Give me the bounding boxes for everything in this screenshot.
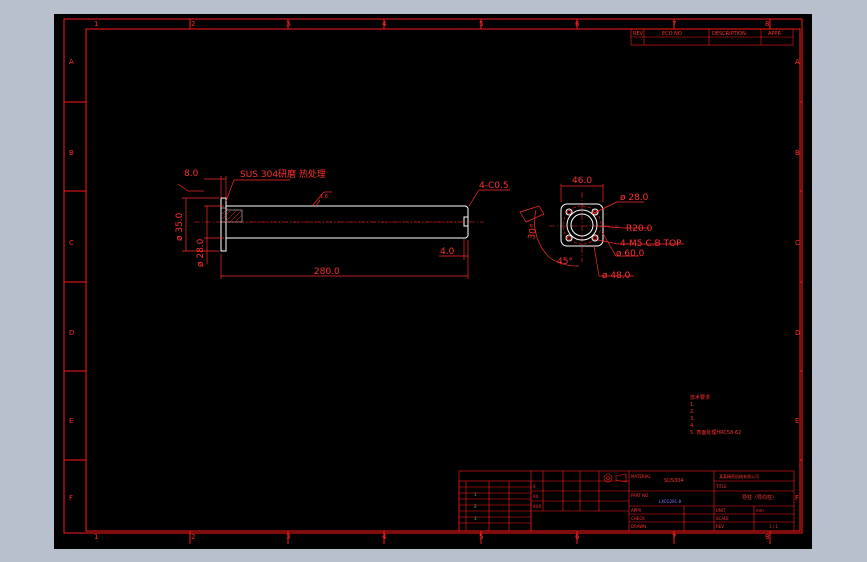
- flange-outline: [220, 197, 227, 252]
- dim-radius: R20.0: [626, 224, 653, 234]
- revision-block: REV ECO NO DESCRIPTION APPR: [630, 28, 794, 46]
- end-view-square-flange: [560, 203, 604, 247]
- zone-col-top-2: 2: [191, 20, 195, 28]
- dim-chamfer: 4-C0.5: [479, 181, 509, 191]
- zone-row-left-a: A: [69, 58, 74, 66]
- material-label: MATERIAL: [631, 474, 652, 479]
- section-hatching: [220, 207, 243, 223]
- technical-notes: 技术要求 1. 2. 3. 4. 5. 表面处理HRC58-62: [690, 394, 741, 436]
- zone-col-bottom-4: 4: [382, 533, 387, 541]
- dim-holes: 4-M5 C.B TOP: [620, 239, 682, 249]
- zone-row-right-b: B: [795, 149, 800, 157]
- shaft-end-groove: [463, 216, 469, 227]
- zone-row-right-a: A: [795, 58, 800, 66]
- zone-col-top-5: 5: [479, 20, 483, 28]
- zone-col-bottom-1: 1: [94, 533, 98, 541]
- svg-text:XX: XX: [533, 494, 539, 499]
- svg-text:XXX: XXX: [533, 504, 541, 509]
- mount-hole-br: [591, 234, 599, 242]
- zone-ticks: [64, 19, 802, 544]
- zone-row-left-d: D: [69, 329, 74, 337]
- zone-row-left-e: E: [69, 417, 73, 425]
- dim-bore: ø 28.0: [620, 193, 649, 203]
- zone-row-left-f: F: [69, 494, 73, 502]
- zone-row-left-b: B: [69, 149, 74, 157]
- dim-outer: ø 48.0: [602, 271, 631, 281]
- revision-header-eco: ECO NO: [662, 31, 682, 37]
- side-view: 8.0 SUS 304研磨 热处理 ø 35.0 ø 28.0 280.0 4.…: [175, 168, 510, 279]
- check-label: CHECK: [631, 516, 645, 521]
- draw-label: DRAWN: [631, 524, 646, 529]
- svg-text:3: 3: [474, 516, 477, 521]
- drawing-viewport[interactable]: 1 2 3 4 5 6 7 8 1 2 3 4 5 6 7 8 A B C D …: [54, 14, 812, 549]
- cad-sheet: 1 2 3 4 5 6 7 8 1 2 3 4 5 6 7 8 A B C D …: [63, 18, 803, 544]
- zone-row-right-d: D: [795, 329, 800, 337]
- zone-col-top-8: 8: [765, 20, 769, 28]
- revision-header-appr: APPR: [768, 31, 781, 37]
- surface-finish: 1.6: [320, 194, 328, 200]
- dim-length: 280.0: [314, 267, 340, 277]
- note-line-0: 技术要求: [690, 394, 710, 401]
- angle-45: 45°: [557, 257, 573, 267]
- zone-row-right-e: E: [795, 417, 799, 425]
- unit-value: mm: [756, 508, 764, 513]
- zone-row-right-c: C: [795, 239, 800, 247]
- mount-hole-tl: [565, 208, 573, 216]
- revision-header-description: DESCRIPTION: [712, 31, 746, 37]
- part-no-label: PART NO: [631, 493, 648, 498]
- rev-label: REV: [716, 524, 724, 529]
- material-note: SUS 304研磨 热处理: [240, 168, 326, 180]
- appr-label: APPR: [631, 508, 642, 513]
- end-view-bore: [570, 213, 594, 237]
- dim-flange-diameter: ø 35.0: [175, 212, 185, 241]
- revision-header-rev: REV: [633, 31, 644, 37]
- part-no: LXCG281-8: [659, 499, 682, 504]
- dim-shaft-diameter: ø 28.0: [196, 238, 206, 267]
- svg-text:X: X: [533, 484, 536, 489]
- zone-row-right-f: F: [795, 494, 799, 502]
- note-line-1: 1.: [690, 402, 695, 408]
- company-name: 某某精密机械有限公司: [719, 473, 759, 479]
- zone-row-left-c: C: [69, 239, 74, 247]
- mount-hole-bl: [565, 234, 573, 242]
- drawing-title: 导柱（导向柱）: [742, 494, 777, 501]
- zone-col-bottom-2: 2: [191, 533, 195, 541]
- scale-label: SCALE: [716, 516, 729, 521]
- title-label: TITLE: [715, 484, 727, 489]
- zone-col-bottom-7: 7: [672, 533, 676, 541]
- note-line-3: 3.: [690, 416, 695, 422]
- outer-frame: [63, 18, 803, 534]
- zone-col-bottom-6: 6: [575, 533, 580, 541]
- zone-col-bottom-3: 3: [286, 533, 290, 541]
- zone-col-bottom-5: 5: [479, 533, 483, 541]
- note-line-4: 4.: [690, 423, 695, 429]
- unit-label: UNIT: [716, 508, 726, 513]
- zone-col-bottom-8: 8: [765, 533, 769, 541]
- zone-col-top-6: 6: [575, 20, 580, 28]
- sheet-number: 1 / 1: [769, 524, 778, 529]
- note-line-5: 5. 表面处理HRC58-62: [690, 429, 741, 436]
- dim-end-length: 4.0: [440, 247, 455, 257]
- svg-text:2: 2: [474, 504, 477, 509]
- dim-pcd: ø 60.0: [616, 249, 645, 259]
- svg-text:1: 1: [474, 492, 477, 497]
- zone-col-top-1: 1: [94, 20, 98, 28]
- title-block: 1 2 3 X XX XXX TITLE 导柱（导向柱） 某某精密机械有限公司 …: [458, 470, 795, 532]
- dim-flange-thickness: 8.0: [184, 169, 199, 179]
- zone-col-top-3: 3: [286, 20, 290, 28]
- angle-30: 30°: [527, 223, 540, 240]
- note-line-2: 2.: [690, 409, 695, 415]
- end-view-outer-circle: [566, 209, 598, 241]
- material-value: SUS304: [664, 478, 684, 484]
- mount-hole-tr: [591, 208, 599, 216]
- inner-frame: [85, 28, 801, 532]
- zone-col-top-4: 4: [382, 20, 387, 28]
- dim-end-width: 46.0: [572, 176, 592, 186]
- end-view: 46.0 ø 28.0 R20.0 4-M5 C.B TOP ø 60.0 ø …: [519, 176, 684, 281]
- zone-col-top-7: 7: [672, 20, 676, 28]
